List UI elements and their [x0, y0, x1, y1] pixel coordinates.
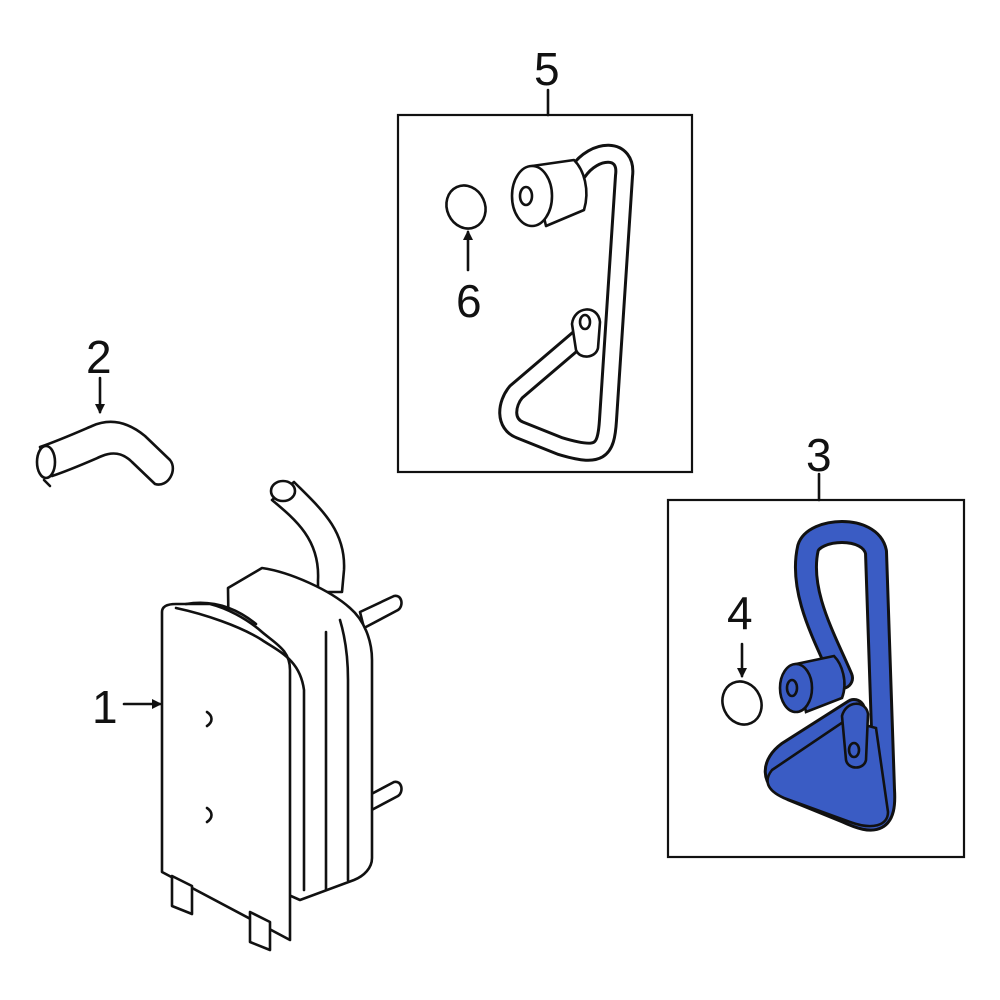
hose-end-line: [42, 478, 52, 488]
oil-cooler-part-1[interactable]: [160, 479, 403, 952]
cooler-leg-right: [248, 910, 272, 952]
cooler-mark-bottom: [205, 806, 213, 824]
hose-part-2[interactable]: [35, 420, 175, 488]
cooler-tube-end: [269, 479, 297, 503]
pipe-5-inner: [501, 146, 632, 459]
cooler-fitting-top: [358, 594, 403, 630]
o-ring-part-6[interactable]: [439, 179, 492, 235]
pipe-5-fitting-bore: [518, 185, 534, 207]
callout-4: 4: [727, 587, 753, 639]
pipe-3-fitting-bore: [785, 678, 799, 698]
callout-1: 1: [92, 681, 118, 733]
pipe-assembly-part-3[interactable]: [763, 520, 897, 832]
cooler-tube: [270, 480, 346, 594]
cooler-leg-left: [170, 874, 194, 916]
hose-outline: [38, 420, 175, 486]
cooler-mark-top: [205, 710, 213, 728]
callout-6: 6: [456, 275, 482, 327]
pipe-3-bracket-hole: [847, 741, 861, 759]
callout-5: 5: [534, 43, 560, 95]
callout-3: 3: [806, 429, 832, 481]
hose-end: [35, 444, 57, 480]
cooler-front-edge-2: [184, 601, 258, 626]
pipe-5-bracket-hole: [578, 313, 592, 331]
callout-2: 2: [86, 331, 112, 383]
cooler-body-side: [338, 618, 350, 882]
o-ring-part-4[interactable]: [715, 675, 768, 731]
cooler-front-edge: [174, 606, 306, 892]
pipe-assembly-part-5[interactable]: [498, 143, 635, 462]
